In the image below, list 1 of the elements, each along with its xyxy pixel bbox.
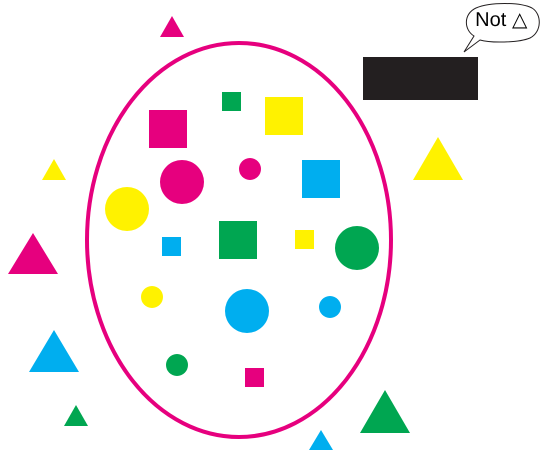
bubble-text: Not △	[474, 8, 528, 32]
